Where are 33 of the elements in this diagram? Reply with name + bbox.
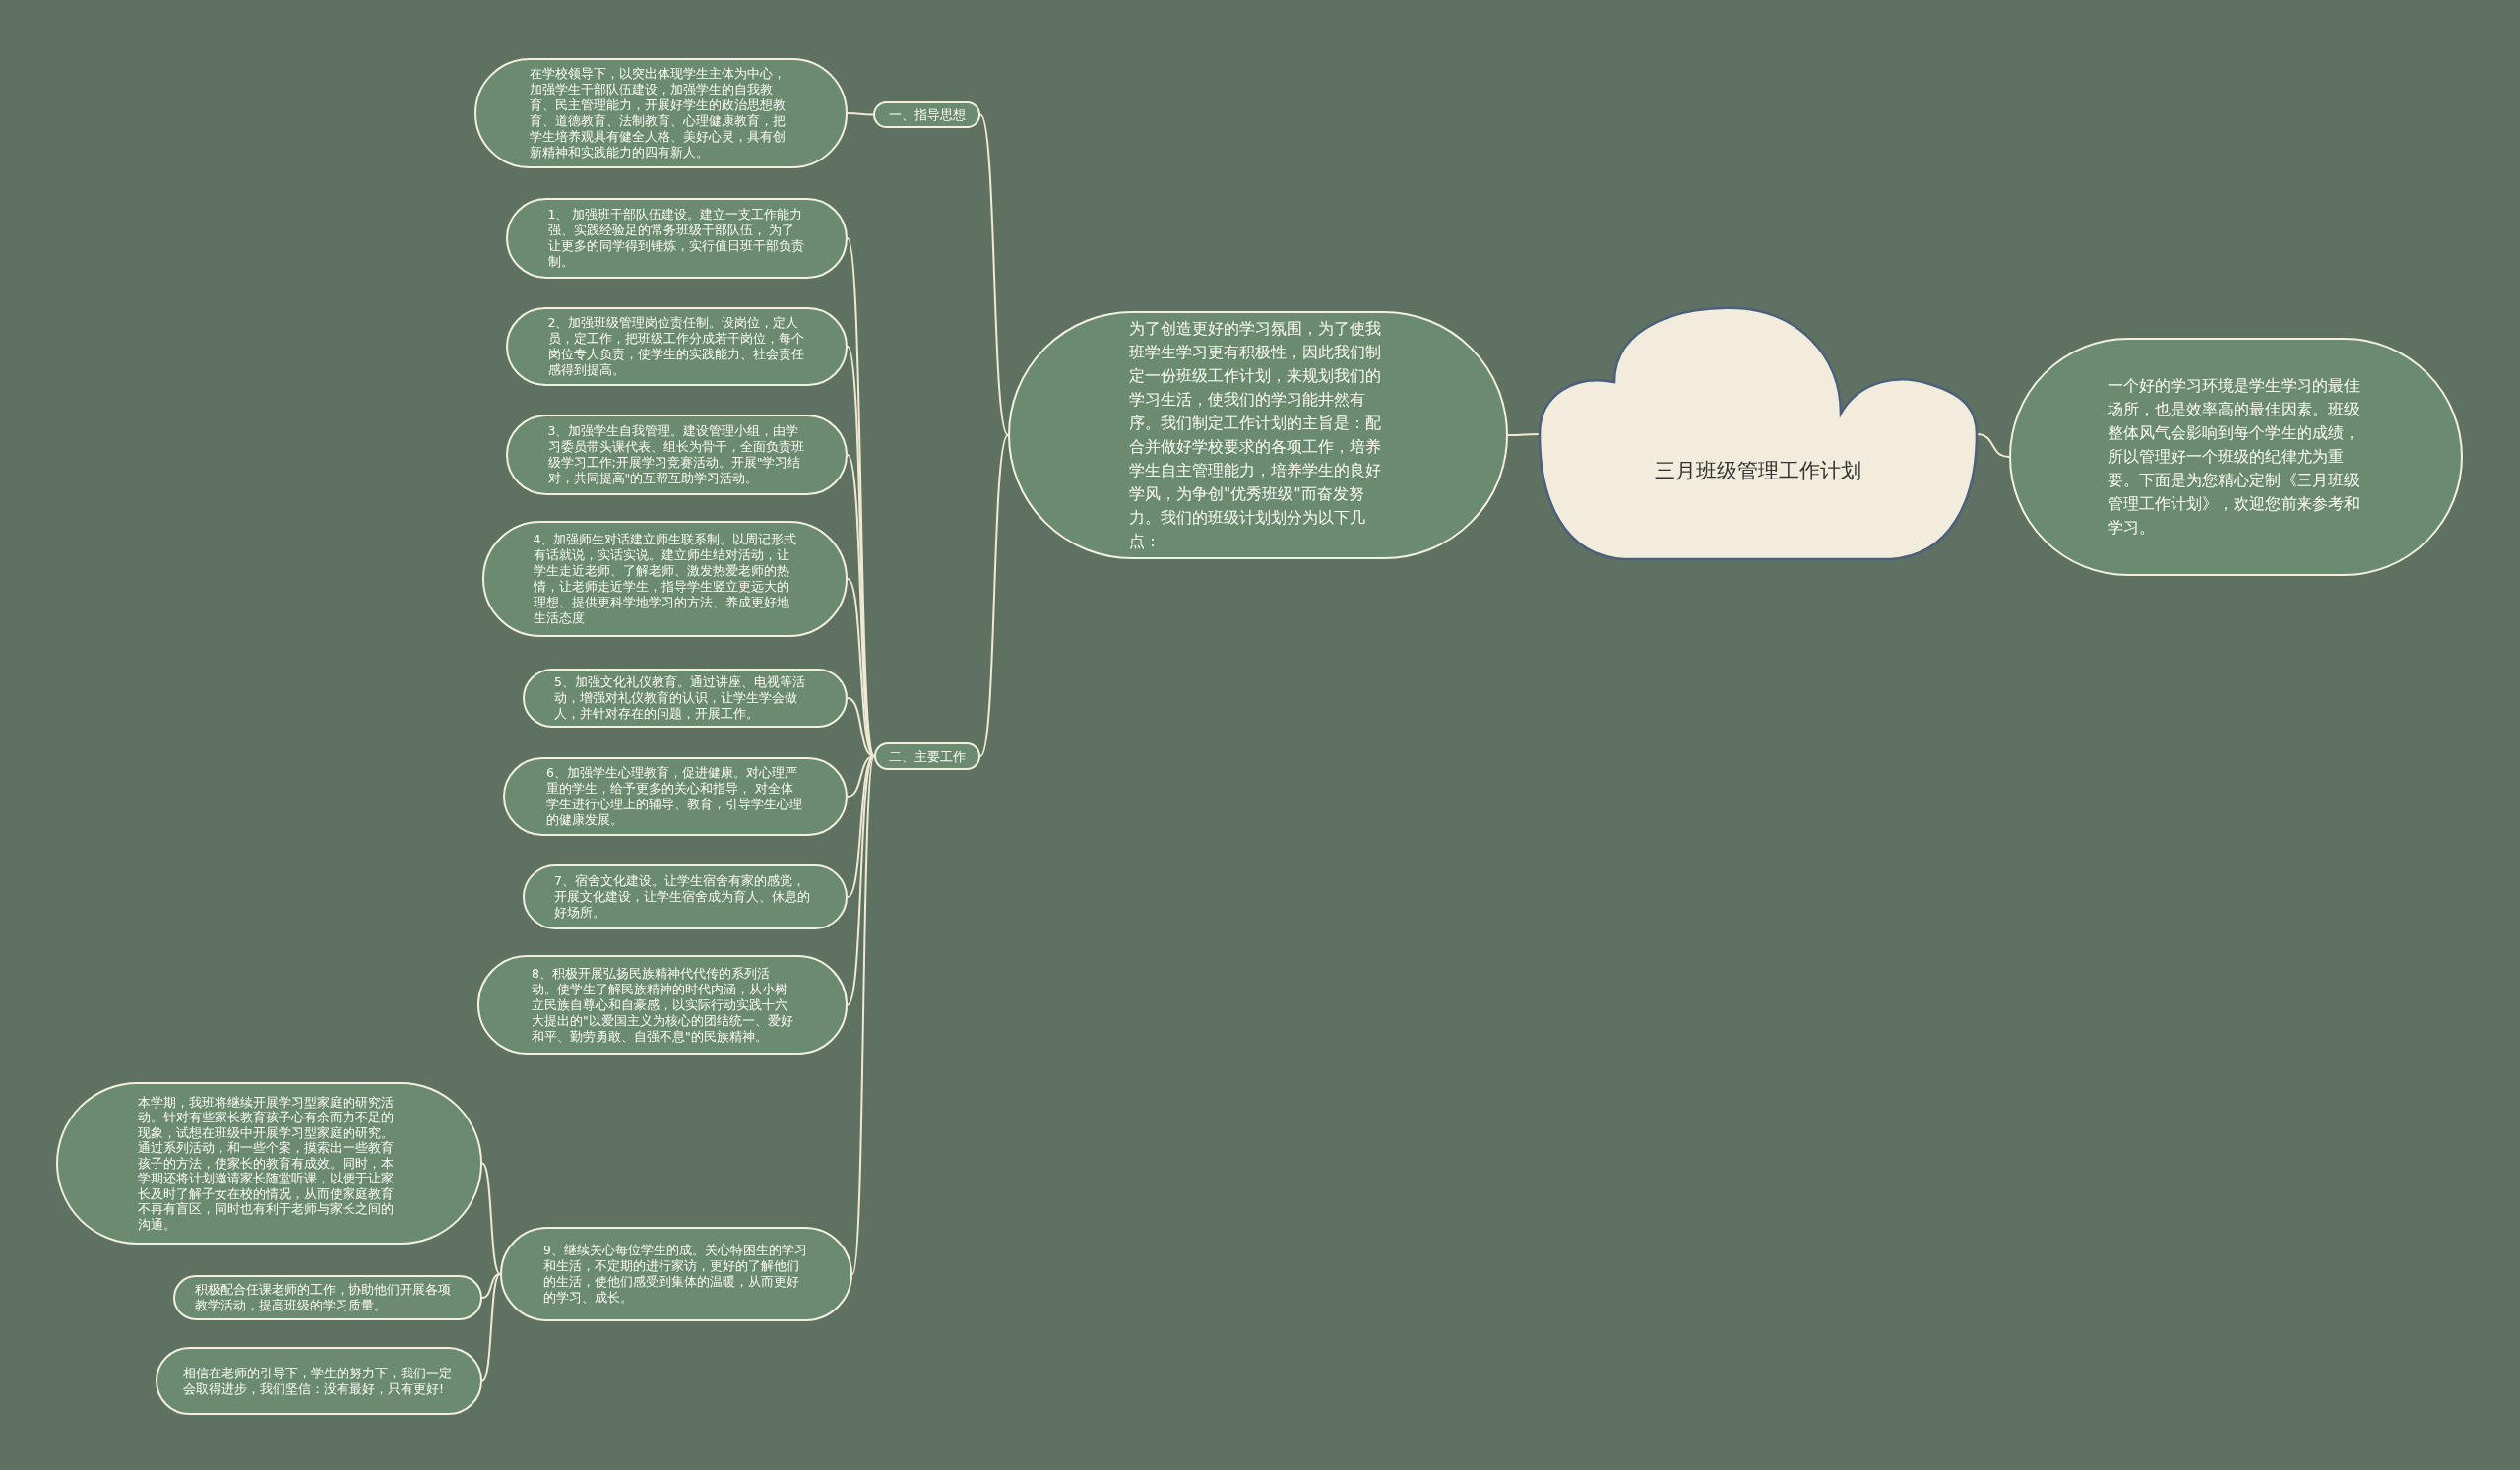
text-bubble: 相信在老师的引导下，学生的努力下，我们一定会取得进步，我们坚信：没有最好，只有更好! <box>156 1347 482 1415</box>
cloud-node: 三月班级管理工作计划 <box>1536 305 1981 563</box>
connector-line <box>847 755 875 1006</box>
text-bubble: 本学期，我班将继续开展学习型家庭的研究活动。针对有些家长教育孩子心有余而力不足的现象，试想在班级中开展学习型家庭的研究。通过系列活动，和一些个案，摸索出一些教育孩子的方法，使家长的教育有成效。同时，本学期还将计划邀请家长随堂听课，以便于让家长及时了解子女在校的情况，从而使家庭教育不再有盲区，同时也有利于老师与家长之间的沟通。 <box>56 1082 482 1245</box>
connector-line <box>847 755 875 898</box>
connector-line <box>481 1162 501 1275</box>
connector-line <box>847 578 875 757</box>
text-bubble: 在学校领导下，以突出体现学生主体为中心，加强学生干部队伍建设，加强学生的自我教育、民主管理能力，开展好学生的政治思想教育、道德教育、法制教育、心理健康教育，把学生培养观具有健全人格、美好心灵，具有创新精神和实践能力的四有新人。 <box>474 58 848 168</box>
text-bubble: 6、加强学生心理教育，促进健康。对心理严重的学生，给予更多的关心和指导， 对全体学生进行心理上的辅导、教育，引导学生心理的健康发展。 <box>503 757 848 836</box>
topic-label: 一、指导思想 <box>873 101 980 128</box>
connector-line <box>481 1273 501 1382</box>
text-bubble: 5、加强文化礼仪教育。通过讲座、电视等活动，增强对礼仪教育的认识，让学生学会做人，并针对存在的问题，开展工作。 <box>523 669 848 728</box>
text-bubble: 7、宿舍文化建设。让学生宿舍有家的感觉，开展文化建设，让学生宿舍成为育人、休息的好场所。 <box>523 864 848 929</box>
connector-line <box>847 112 874 116</box>
connector-line <box>481 1273 501 1299</box>
topic-label: 二、主要工作 <box>874 742 980 770</box>
text-bubble: 8、积极开展弘扬民族精神代代传的系列活动。使学生了解民族精神的时代内涵，从小树立民族自尊心和自豪感，以实际行动实践十六大提出的"以爱国主义为核心的团结统一、爱好和平、勤劳勇敢、自强不息"的民族精神。 <box>477 955 848 1055</box>
connector-line <box>851 755 875 1275</box>
text-bubble: 1、 加强班干部队伍建设。建立一支工作能力强、实践经验足的常务班级干部队伍， 为了让更多的同学得到锤炼，实行值日班干部负责制。 <box>506 198 848 279</box>
connector-line <box>847 755 875 798</box>
text-bubble: 积极配合任课老师的工作，协助他们开展各项教学活动，提高班级的学习质量。 <box>173 1275 482 1320</box>
text-bubble: 为了创造更好的学习氛围，为了使我班学生学习更有积极性，因此我们制定一份班级工作计划，来规划我们的学习生活，使我们的学习能井然有序。我们制定工作计划的主旨是：配合并做好学校要求的各项工作，培养学生自主管理能力，培养学生的良好学风，为争创"优秀班级"而奋发努力。我们的班级计划划分为以下几点： <box>1008 311 1508 559</box>
text-bubble: 4、加强师生对话建立师生联系制。以周记形式有话就说，实话实说。建立师生结对活动，让学生走近老师、了解老师、激发热爱老师的热情，让老师走近学生，指导学生竖立更远大的理想、提供更科学地学习的方法、养成更好地生活态度 <box>482 521 848 637</box>
connector-line <box>979 434 1009 757</box>
text-bubble: 一个好的学习环境是学生学习的最佳场所，也是效率高的最佳因素。班级整体风气会影响到每个学生的成绩，所以管理好一个班级的纪律尤为重要。下面是为您精心定制《三月班级管理工作计划》，欢迎您前来参考和学习。 <box>2009 338 2463 576</box>
text-bubble: 2、加强班级管理岗位责任制。设岗位，定人员，定工作，把班级工作分成若干岗位，每个岗位专人负责，使学生的实践能力、社会责任感得到提高。 <box>506 307 848 386</box>
text-bubble: 3、加强学生自我管理。建设管理小组，由学习委员带头课代表、组长为骨干，全面负责班级学习工作;开展学习竞赛活动。开展"学习结对，共同提高"的互帮互助学习活动。 <box>506 415 848 495</box>
text-bubble: 9、继续关心每位学生的成。关心特困生的学习和生活，不定期的进行家访，更好的了解他们的生活，使他们感受到集体的温暖，从而更好的学习、成长。 <box>500 1227 852 1321</box>
connector-line <box>979 113 1009 436</box>
connector-line <box>1976 433 2010 458</box>
connector-line <box>847 346 875 757</box>
connector-line <box>847 697 875 757</box>
connector-line <box>1507 433 1541 436</box>
